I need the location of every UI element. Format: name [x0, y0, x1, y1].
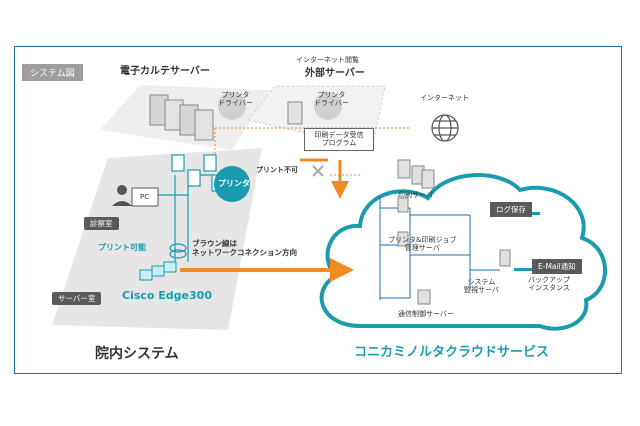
- cloud-service-name: コニカミノルタクラウドサービス: [354, 345, 550, 360]
- internet-browse-bottom: 外部サーバー: [305, 68, 365, 79]
- cisco-label: Cisco Edge300: [122, 289, 212, 302]
- system-monitor-label: システム監視サーバ: [464, 278, 499, 295]
- comm-control-label: 通信制御サーバー: [398, 310, 454, 318]
- emr-printer-driver: プリンタドライバー: [218, 91, 253, 108]
- log-save-tag: ログ保存: [490, 202, 532, 217]
- cloud-shape: [319, 173, 607, 331]
- server-room-tag: サーバー室: [52, 292, 102, 305]
- print-server-label: 印刷サーバ: [398, 191, 433, 199]
- pc-icon: [131, 187, 159, 207]
- internet-browse-top: インターネット閲覧: [296, 56, 359, 64]
- emr-driver-circle: [218, 92, 246, 120]
- person-icon: [112, 185, 132, 206]
- pc-label: PC: [140, 193, 150, 201]
- frame-title: システム図: [22, 64, 83, 81]
- hospital-floor-panel: [52, 148, 262, 330]
- cross-icon: [312, 165, 324, 177]
- print-receive-program: 印刷データ受信プログラム: [304, 128, 374, 151]
- ext-printer-driver: プリンタドライバー: [314, 91, 349, 108]
- internet-label: インターネット: [420, 94, 469, 102]
- brown-line-note: ブラウン線はネットワークコネクション方向: [192, 239, 297, 257]
- server-rack-icon: [287, 101, 303, 125]
- printer-job-mgmt: プリンタ&印刷ジョブ管理サーバ: [388, 236, 457, 253]
- printer-label: プリンタ: [218, 179, 250, 188]
- print-available: プリント可能: [98, 243, 146, 252]
- email-notify-tag: E-Mail通知: [532, 259, 582, 274]
- globe-icon: [431, 114, 459, 142]
- printer-icon: [214, 166, 250, 202]
- print-unavailable: プリント不可: [256, 166, 298, 174]
- emr-server-title: 電子カルテサーバー: [120, 66, 210, 77]
- backup-instance-label: バックアップインスタンス: [528, 276, 570, 293]
- exam-room-tag: 診察室: [84, 217, 119, 230]
- hospital-system-label: 院内システム: [95, 346, 179, 362]
- ext-driver-circle: [314, 92, 342, 120]
- server-rack-icon: [149, 94, 214, 141]
- router-icon: [139, 261, 177, 281]
